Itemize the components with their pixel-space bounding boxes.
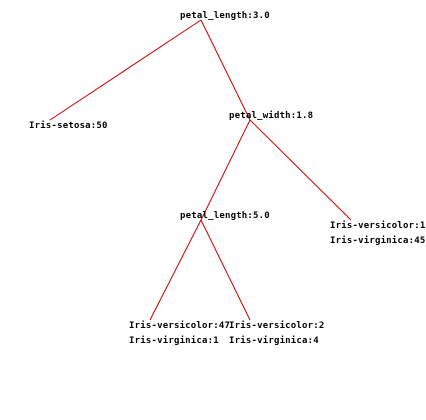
node-petal-length-5-label: petal_length:5.0 bbox=[180, 211, 270, 221]
edge-root-right bbox=[200, 19, 251, 121]
leaf-wide-line-2: Iris-virginica:45 bbox=[330, 236, 426, 246]
edge-length5-right bbox=[200, 219, 251, 321]
leaf-wide-line-1: Iris-versicolor:1 bbox=[330, 221, 426, 231]
edge-length5-left bbox=[149, 219, 202, 321]
leaf-long-line-2: Iris-virginica:4 bbox=[229, 336, 319, 346]
node-petal-width-label: petal_width:1.8 bbox=[229, 111, 314, 121]
edge-width-right bbox=[249, 119, 352, 221]
edge-root-left bbox=[49, 19, 202, 121]
leaf-short-line-2: Iris-virginica:1 bbox=[129, 336, 219, 346]
leaf-long-line-1: Iris-versicolor:2 bbox=[229, 321, 325, 331]
node-root-label: petal_length:3.0 bbox=[180, 11, 270, 21]
leaf-short-line-1: Iris-versicolor:47 bbox=[129, 321, 231, 331]
edge-width-left bbox=[200, 119, 251, 221]
decision-tree-diagram: petal_length:3.0 Iris-setosa:50 petal_wi… bbox=[29, 11, 425, 346]
tree-edges bbox=[49, 19, 352, 321]
leaf-setosa-line-1: Iris-setosa:50 bbox=[29, 121, 108, 131]
